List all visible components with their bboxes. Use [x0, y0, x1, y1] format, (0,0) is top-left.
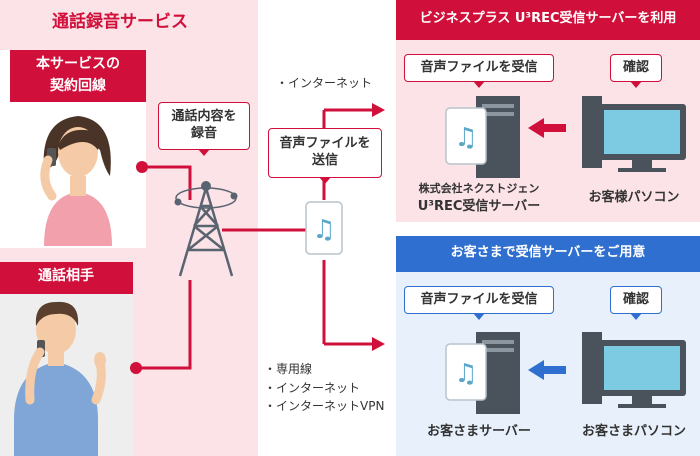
- record-callout-line2: 録音: [190, 126, 217, 141]
- top-right-header: [396, 0, 700, 40]
- bottom-pc-icon: [582, 332, 686, 408]
- connection-option: ・インターネット: [264, 380, 361, 395]
- top-pc-icon: [582, 96, 686, 172]
- top-server-icon: ♫: [445, 96, 520, 178]
- woman-caller-illustration: [40, 116, 112, 246]
- contract-label-line1: 本サービスの: [36, 56, 120, 72]
- record-callout-line1: 通話内容を: [171, 109, 237, 125]
- connection-option: ・インターネットVPN: [264, 399, 385, 414]
- top-right-header-text: ビジネスプラス U³REC受信サーバーを利用: [419, 11, 677, 26]
- send-callout: 音声ファイルを送信: [268, 128, 382, 184]
- top-pc-to-server-arrow: [528, 118, 566, 138]
- arrow-to-top-panel: [372, 103, 385, 117]
- top-pc-label: お客様パソコン: [588, 190, 680, 205]
- bottom-right-header-text: お客さまで受信サーバーをご用意: [450, 245, 646, 260]
- bottom-server-label: お客さまサーバー: [427, 424, 531, 439]
- top-receive-callout: 音声ファイルを受信: [404, 54, 554, 88]
- man-partner-illustration: [14, 301, 106, 456]
- audio-file-icon: ♫: [305, 201, 343, 255]
- send-callout-line2: 送信: [311, 153, 338, 168]
- arrow-to-bottom-panel: [372, 337, 385, 351]
- record-callout: 通話内容を録音: [158, 102, 250, 156]
- contract-header: [10, 50, 146, 102]
- top-confirm-callout: 確認: [610, 54, 662, 88]
- service-title: 通話録音サービス: [52, 12, 188, 32]
- connection-option: ・専用線: [264, 362, 313, 376]
- partner-header: [0, 262, 133, 294]
- connection-options-list: ・専用線 ・インターネット ・インターネットVPN: [264, 360, 384, 416]
- bottom-pc-to-server-arrow: [528, 360, 566, 380]
- bottom-receive-callout: 音声ファイルを受信: [404, 286, 554, 320]
- bottom-right-header: [396, 236, 700, 272]
- bottom-server-icon: ♫: [445, 332, 520, 414]
- partner-label: 通話相手: [38, 268, 94, 284]
- send-callout-line1: 音声ファイルを: [279, 136, 371, 152]
- bottom-pc-label: お客さまパソコン: [581, 424, 686, 439]
- top-server-label-line1: 株式会社ネクストジェン: [418, 182, 540, 195]
- partner-dot: [130, 362, 142, 374]
- svg-text:♫: ♫: [454, 123, 477, 153]
- top-server-label-line2: U³REC受信サーバー: [417, 199, 541, 214]
- contract-label-line2: 契約回線: [50, 78, 106, 94]
- caller-dot: [136, 161, 148, 173]
- bottom-confirm-callout: 確認: [610, 286, 662, 320]
- partner-line: [136, 280, 192, 370]
- svg-text:♫: ♫: [454, 359, 477, 389]
- internet-label: ・インターネット: [276, 76, 373, 90]
- svg-text:♫: ♫: [312, 215, 335, 245]
